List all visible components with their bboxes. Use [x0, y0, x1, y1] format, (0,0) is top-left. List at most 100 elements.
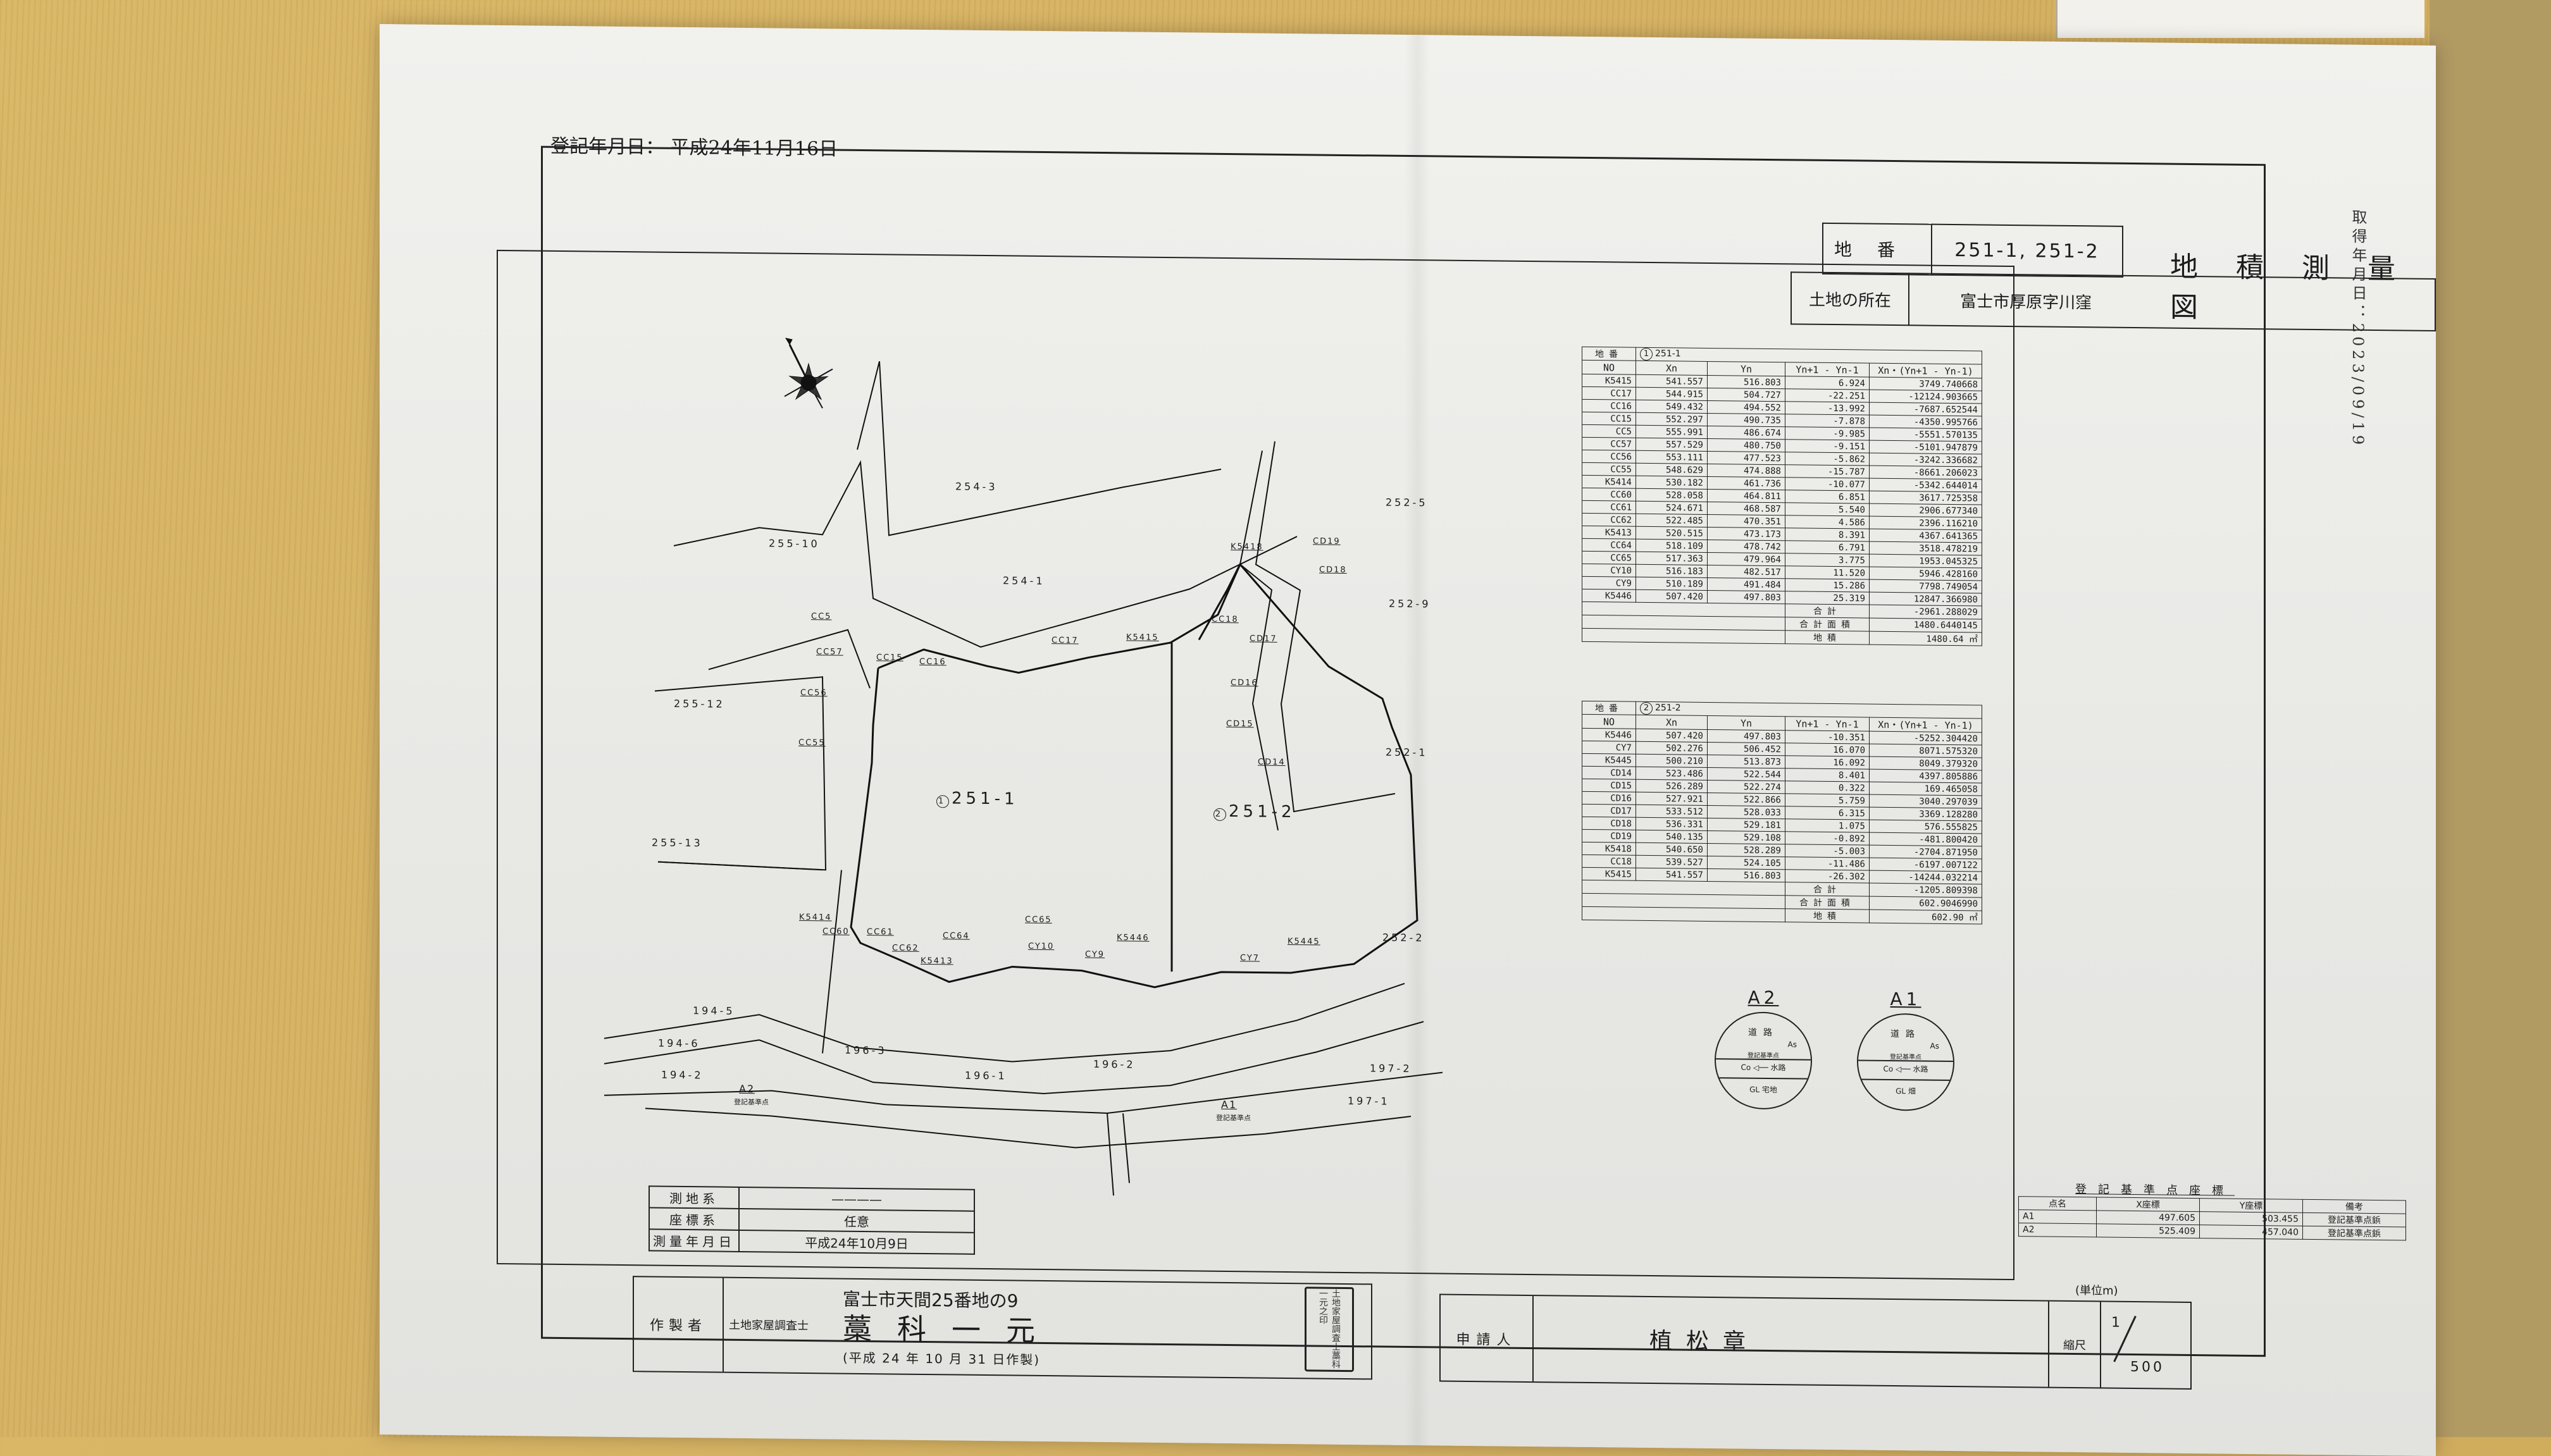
benchmark-table: 点名 X座標 Y座標 備考 A1 497.605 503.455 登記基準点鋲 …	[2018, 1196, 2406, 1241]
cell: -9.985	[1785, 426, 1870, 441]
compass-rose-icon	[784, 337, 833, 409]
sum-value: -2961.288029	[1869, 605, 1982, 620]
unit-note: (単位m)	[2075, 1284, 2118, 1298]
cell: -5.862	[1785, 452, 1870, 466]
cell: 522.866	[1707, 793, 1785, 806]
cell: 8.391	[1785, 527, 1870, 542]
cell: CD15	[1582, 779, 1636, 793]
column-header: Xn・(Yn+1 - Yn-1)	[1869, 363, 1982, 379]
detail-road: 道路	[1890, 1028, 1921, 1040]
main-lot-id: 251-1	[952, 789, 1019, 809]
cell: 539.527	[1635, 855, 1708, 869]
detail-flow: Co ◁── 水路	[1741, 1063, 1786, 1073]
detail-surface: As	[1930, 1041, 1939, 1051]
cell: 2396.116210	[1869, 516, 1982, 531]
cell: 557.529	[1635, 438, 1708, 452]
column-header: 点名	[2018, 1196, 2097, 1211]
cell: -5551.570135	[1869, 428, 1982, 442]
cell: 516.183	[1635, 564, 1708, 578]
lot-circle-number: 1	[1640, 347, 1653, 361]
cell: CC16	[1582, 399, 1636, 413]
meta-label: 測量年月日	[649, 1229, 739, 1252]
column-header: Xn	[1635, 715, 1708, 730]
cell: 477.523	[1707, 451, 1785, 465]
cell: 529.181	[1707, 818, 1785, 832]
area-sum-value: 1480.6440145	[1869, 618, 1982, 633]
area-label: 地積	[1785, 630, 1870, 645]
point-tag: CY10	[1028, 941, 1055, 952]
cell: 486.674	[1707, 426, 1785, 440]
cell: 1953.045325	[1869, 554, 1982, 569]
cell: 536.331	[1635, 817, 1708, 831]
parcel-label: 194-6	[658, 1037, 700, 1050]
scale-label: 縮尺	[2048, 1301, 2101, 1388]
cell: 12847.366980	[1869, 592, 1982, 607]
cell: 5946.428160	[1869, 567, 1982, 581]
cell: 528.033	[1707, 805, 1785, 819]
cell: CC61	[1582, 500, 1636, 514]
cell: 473.173	[1707, 527, 1785, 541]
point-tag: CC65	[1025, 915, 1052, 925]
parcel-label: 197-2	[1370, 1062, 1412, 1075]
point-tag: CC17	[1052, 636, 1079, 646]
cell: 490.735	[1707, 413, 1785, 427]
point-tag: CY7	[1240, 953, 1260, 963]
area-sum-label: 合計面積	[1785, 617, 1870, 632]
parcel-map	[604, 337, 1443, 1196]
cell: 7798.749054	[1869, 579, 1982, 594]
cell: 4.586	[1785, 515, 1870, 529]
cell: CC5	[1582, 424, 1636, 438]
cell: CD14	[1582, 766, 1636, 780]
parcel-label: 252-9	[1389, 597, 1431, 610]
cell: -26.302	[1785, 869, 1870, 884]
cell: -0.892	[1785, 831, 1870, 846]
column-header: Xn	[1635, 361, 1708, 376]
point-tag: CC60	[822, 927, 850, 937]
lot-id: 251-1	[1655, 349, 1681, 359]
point-tag: CC16	[919, 657, 947, 667]
benchmark-sub: 登記基準点	[734, 1097, 769, 1107]
cell: 518.109	[1635, 539, 1708, 553]
cell: 3040.297039	[1869, 794, 1982, 809]
maker-date: (平成 24 年 10 月 31 日作製)	[843, 1350, 1041, 1367]
cell: CC17	[1582, 386, 1636, 400]
area-unit: ㎡	[1969, 634, 1978, 645]
cell: CD18	[1582, 817, 1636, 830]
column-header: Yn+1 - Yn-1	[1785, 362, 1870, 378]
cell: K5415	[1582, 374, 1636, 388]
cell: 527.921	[1635, 792, 1708, 806]
maker-label: 作製者	[634, 1277, 724, 1372]
parcel-label: 254-1	[1003, 574, 1045, 587]
benchmark-tag: A1	[1221, 1098, 1238, 1111]
cell: 6.315	[1785, 806, 1870, 820]
sum-value: -1205.809398	[1869, 883, 1982, 898]
cell: K5446	[1582, 589, 1636, 603]
applicant-label: 申請人	[1441, 1295, 1534, 1382]
cell: 3518.478219	[1869, 541, 1982, 556]
cell: 510.189	[1635, 577, 1708, 591]
cell: -2704.871950	[1869, 845, 1982, 860]
cell: 528.058	[1635, 488, 1708, 502]
cell: CD16	[1582, 791, 1636, 805]
background-shelf	[2430, 0, 2551, 1437]
cell: 5.759	[1785, 793, 1870, 808]
cell: -3242.336682	[1869, 453, 1982, 467]
detail-a1: A1 道路 As 登記基準点 Co ◁── 水路 GL 畑	[1857, 988, 1954, 1112]
area-sum-value: 602.9046990	[1869, 896, 1982, 911]
cell: 登記基準点鋲	[2302, 1212, 2406, 1228]
cell: 461.736	[1707, 476, 1785, 490]
cell: 4367.641365	[1869, 529, 1982, 543]
maker-name: 藁科一元	[843, 1311, 1060, 1348]
column-header: NO	[1582, 360, 1636, 375]
cell: CC64	[1582, 538, 1636, 552]
column-header: Xn・(Yn+1 - Yn-1)	[1869, 717, 1982, 733]
point-tag: K5418	[1231, 542, 1263, 552]
point-tag: CC15	[876, 653, 903, 663]
cell: 468.587	[1707, 502, 1785, 515]
scale-numerator: 1	[2111, 1314, 2120, 1331]
cell: K5445	[1582, 753, 1636, 767]
cell: 3749.740668	[1869, 377, 1982, 392]
column-header: Yn+1 - Yn-1	[1785, 716, 1870, 732]
